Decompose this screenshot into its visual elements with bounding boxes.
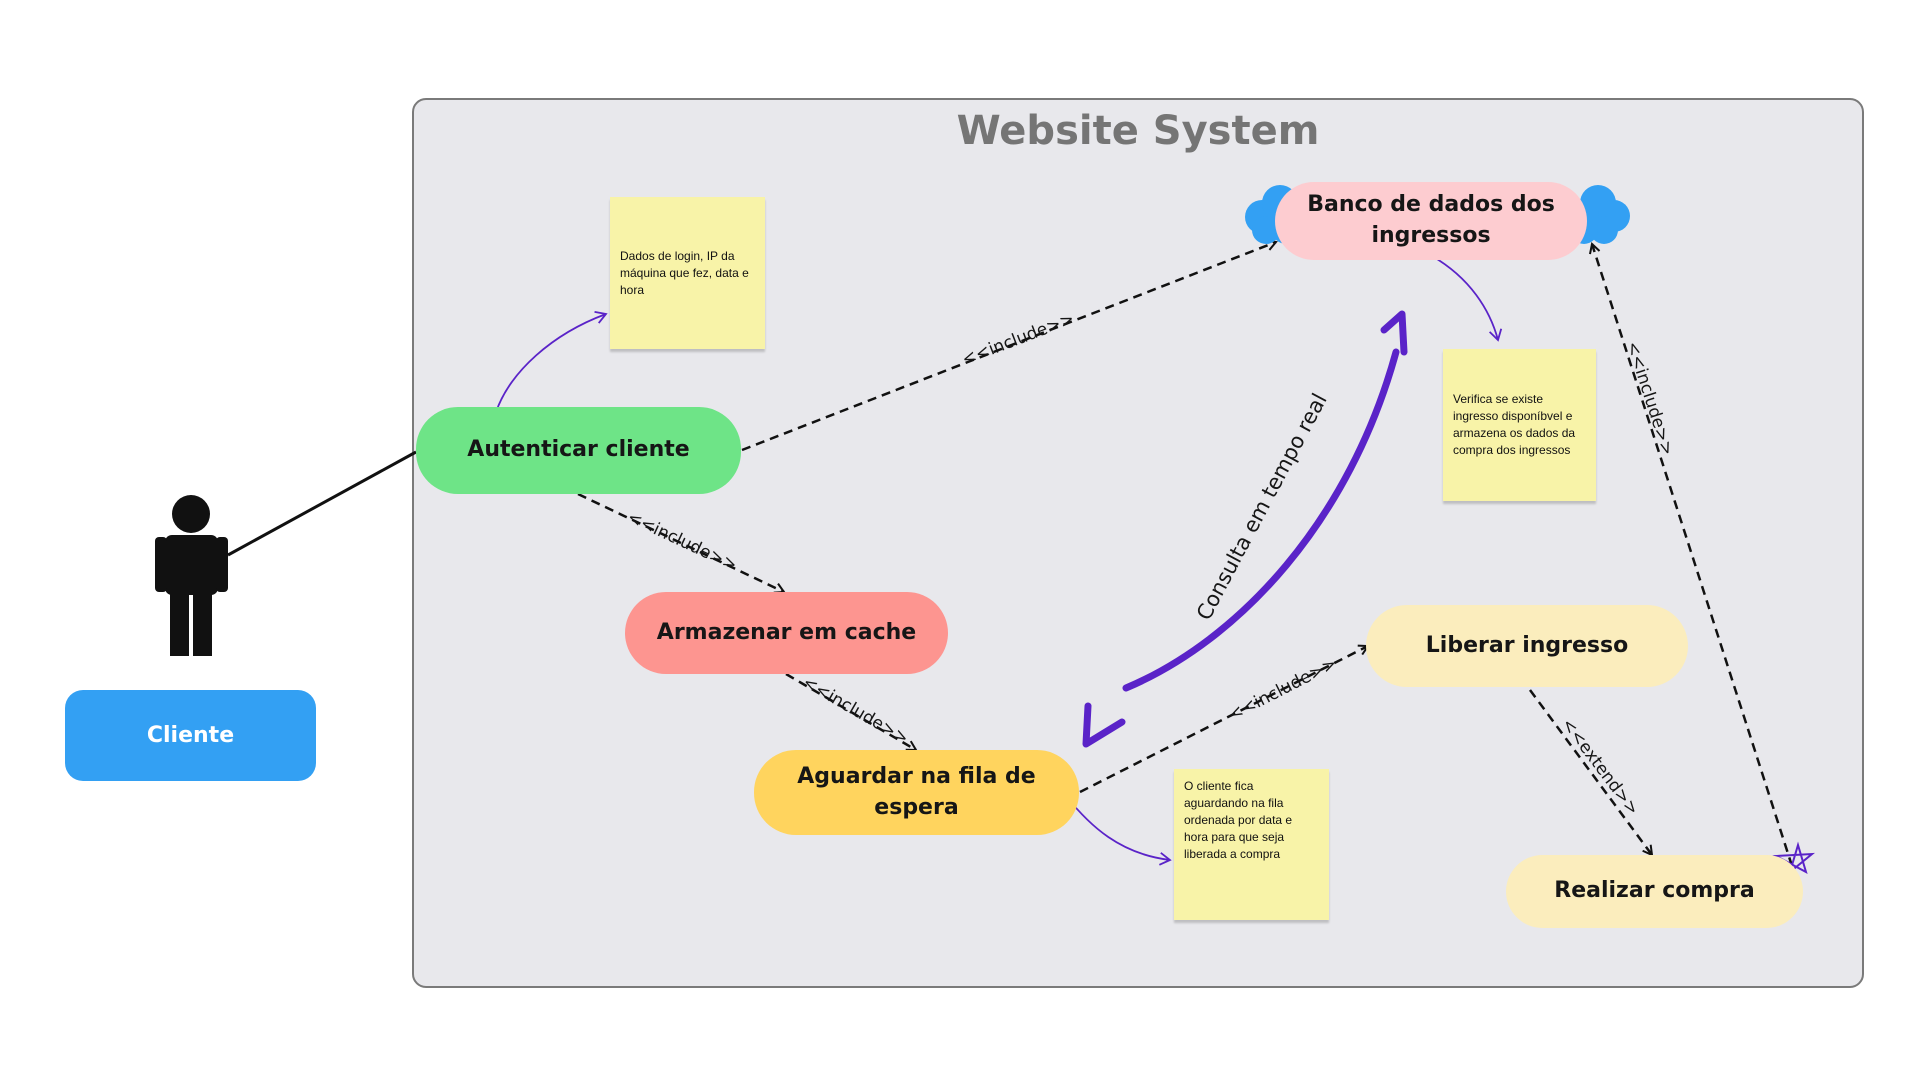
note-fila-text: O cliente fica aguardando na fila ordena… (1184, 779, 1293, 861)
banco-label-line1: Banco de dados dos (1307, 192, 1555, 218)
usecase-aguardar-fila[interactable]: Aguardar na fila de espera (754, 750, 1079, 835)
actor-label-cliente[interactable]: Cliente (65, 690, 316, 781)
banco-label-line2: ingressos (1371, 223, 1491, 248)
note-banco-text: Verifica se existe ingresso disponíbvel … (1453, 392, 1576, 457)
usecase-autenticar-cliente[interactable]: Autenticar cliente (416, 407, 741, 494)
note-fila: O cliente fica aguardando na fila ordena… (1174, 769, 1329, 920)
note-banco: Verifica se existe ingresso disponíbvel … (1443, 349, 1596, 501)
usecase-realizar-compra[interactable]: Realizar compra (1506, 855, 1803, 928)
note-login: Dados de login, IP da máquina que fez, d… (610, 197, 765, 349)
usecase-armazenar-cache[interactable]: Armazenar em cache (625, 592, 948, 674)
person-icon (155, 495, 228, 656)
usecase-liberar-ingresso[interactable]: Liberar ingresso (1366, 605, 1688, 687)
actor-association-line (227, 450, 417, 557)
note-login-text: Dados de login, IP da máquina que fez, d… (620, 248, 749, 297)
system-title: Website System (956, 108, 1320, 154)
usecase-banco-dados[interactable]: Banco de dados dos ingressos (1275, 182, 1587, 260)
